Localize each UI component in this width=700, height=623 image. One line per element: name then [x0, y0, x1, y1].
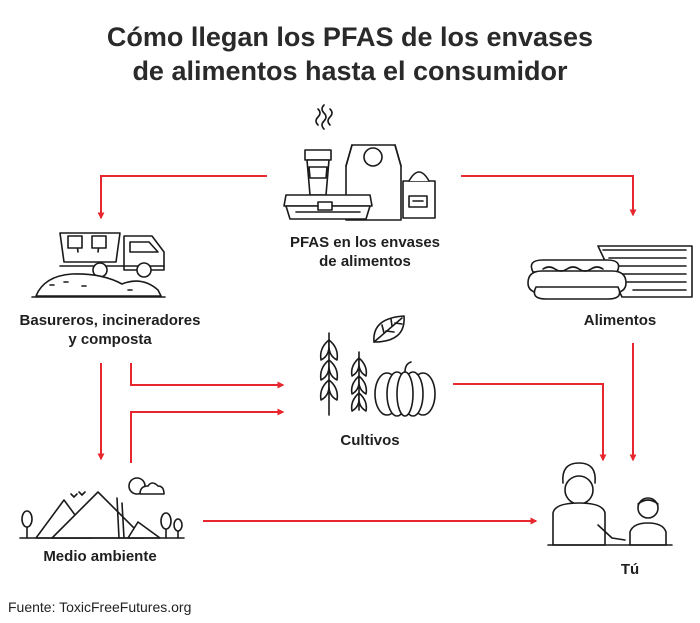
node-you-label: Tú	[620, 561, 640, 578]
title-line-1: Cómo llegan los PFAS de los envases	[106, 22, 594, 52]
environment-icon	[19, 477, 185, 539]
packaging-label-line-2: de alimentos	[319, 253, 411, 270]
diagram-title: Cómo llegan los PFAS de los envases de a…	[0, 20, 700, 88]
node-food-label: Alimentos	[583, 312, 657, 329]
food-icon	[527, 245, 693, 300]
packaging-label-line-1: PFAS en los envases	[289, 234, 441, 251]
arrows	[97, 175, 637, 525]
node-environment-label: Medio ambiente	[43, 548, 157, 565]
waste-label-line-1: Basureros, incineradores	[19, 312, 201, 329]
arrow-crops-to-you	[453, 383, 607, 462]
node-crops-label: Cultivos	[340, 432, 400, 449]
arrow-environment-to-crops	[130, 408, 285, 463]
arrow-waste-to-crops	[130, 363, 285, 389]
source-caption: Fuente: ToxicFreeFutures.org	[8, 599, 192, 615]
crops-icon	[319, 315, 436, 417]
arrow-packaging-to-food	[461, 175, 637, 217]
waste-label-line-2: y composta	[68, 331, 152, 348]
garbage-truck-icon	[31, 232, 166, 298]
food-packaging-icon	[283, 104, 436, 221]
node-waste-label: Basureros, incineradores y composta	[0, 311, 220, 349]
node-packaging-label: PFAS en los envases de alimentos	[250, 233, 480, 271]
title-line-2: de alimentos hasta el consumidor	[132, 56, 568, 86]
arrow-packaging-to-waste	[97, 175, 267, 220]
people-icon	[547, 462, 673, 546]
